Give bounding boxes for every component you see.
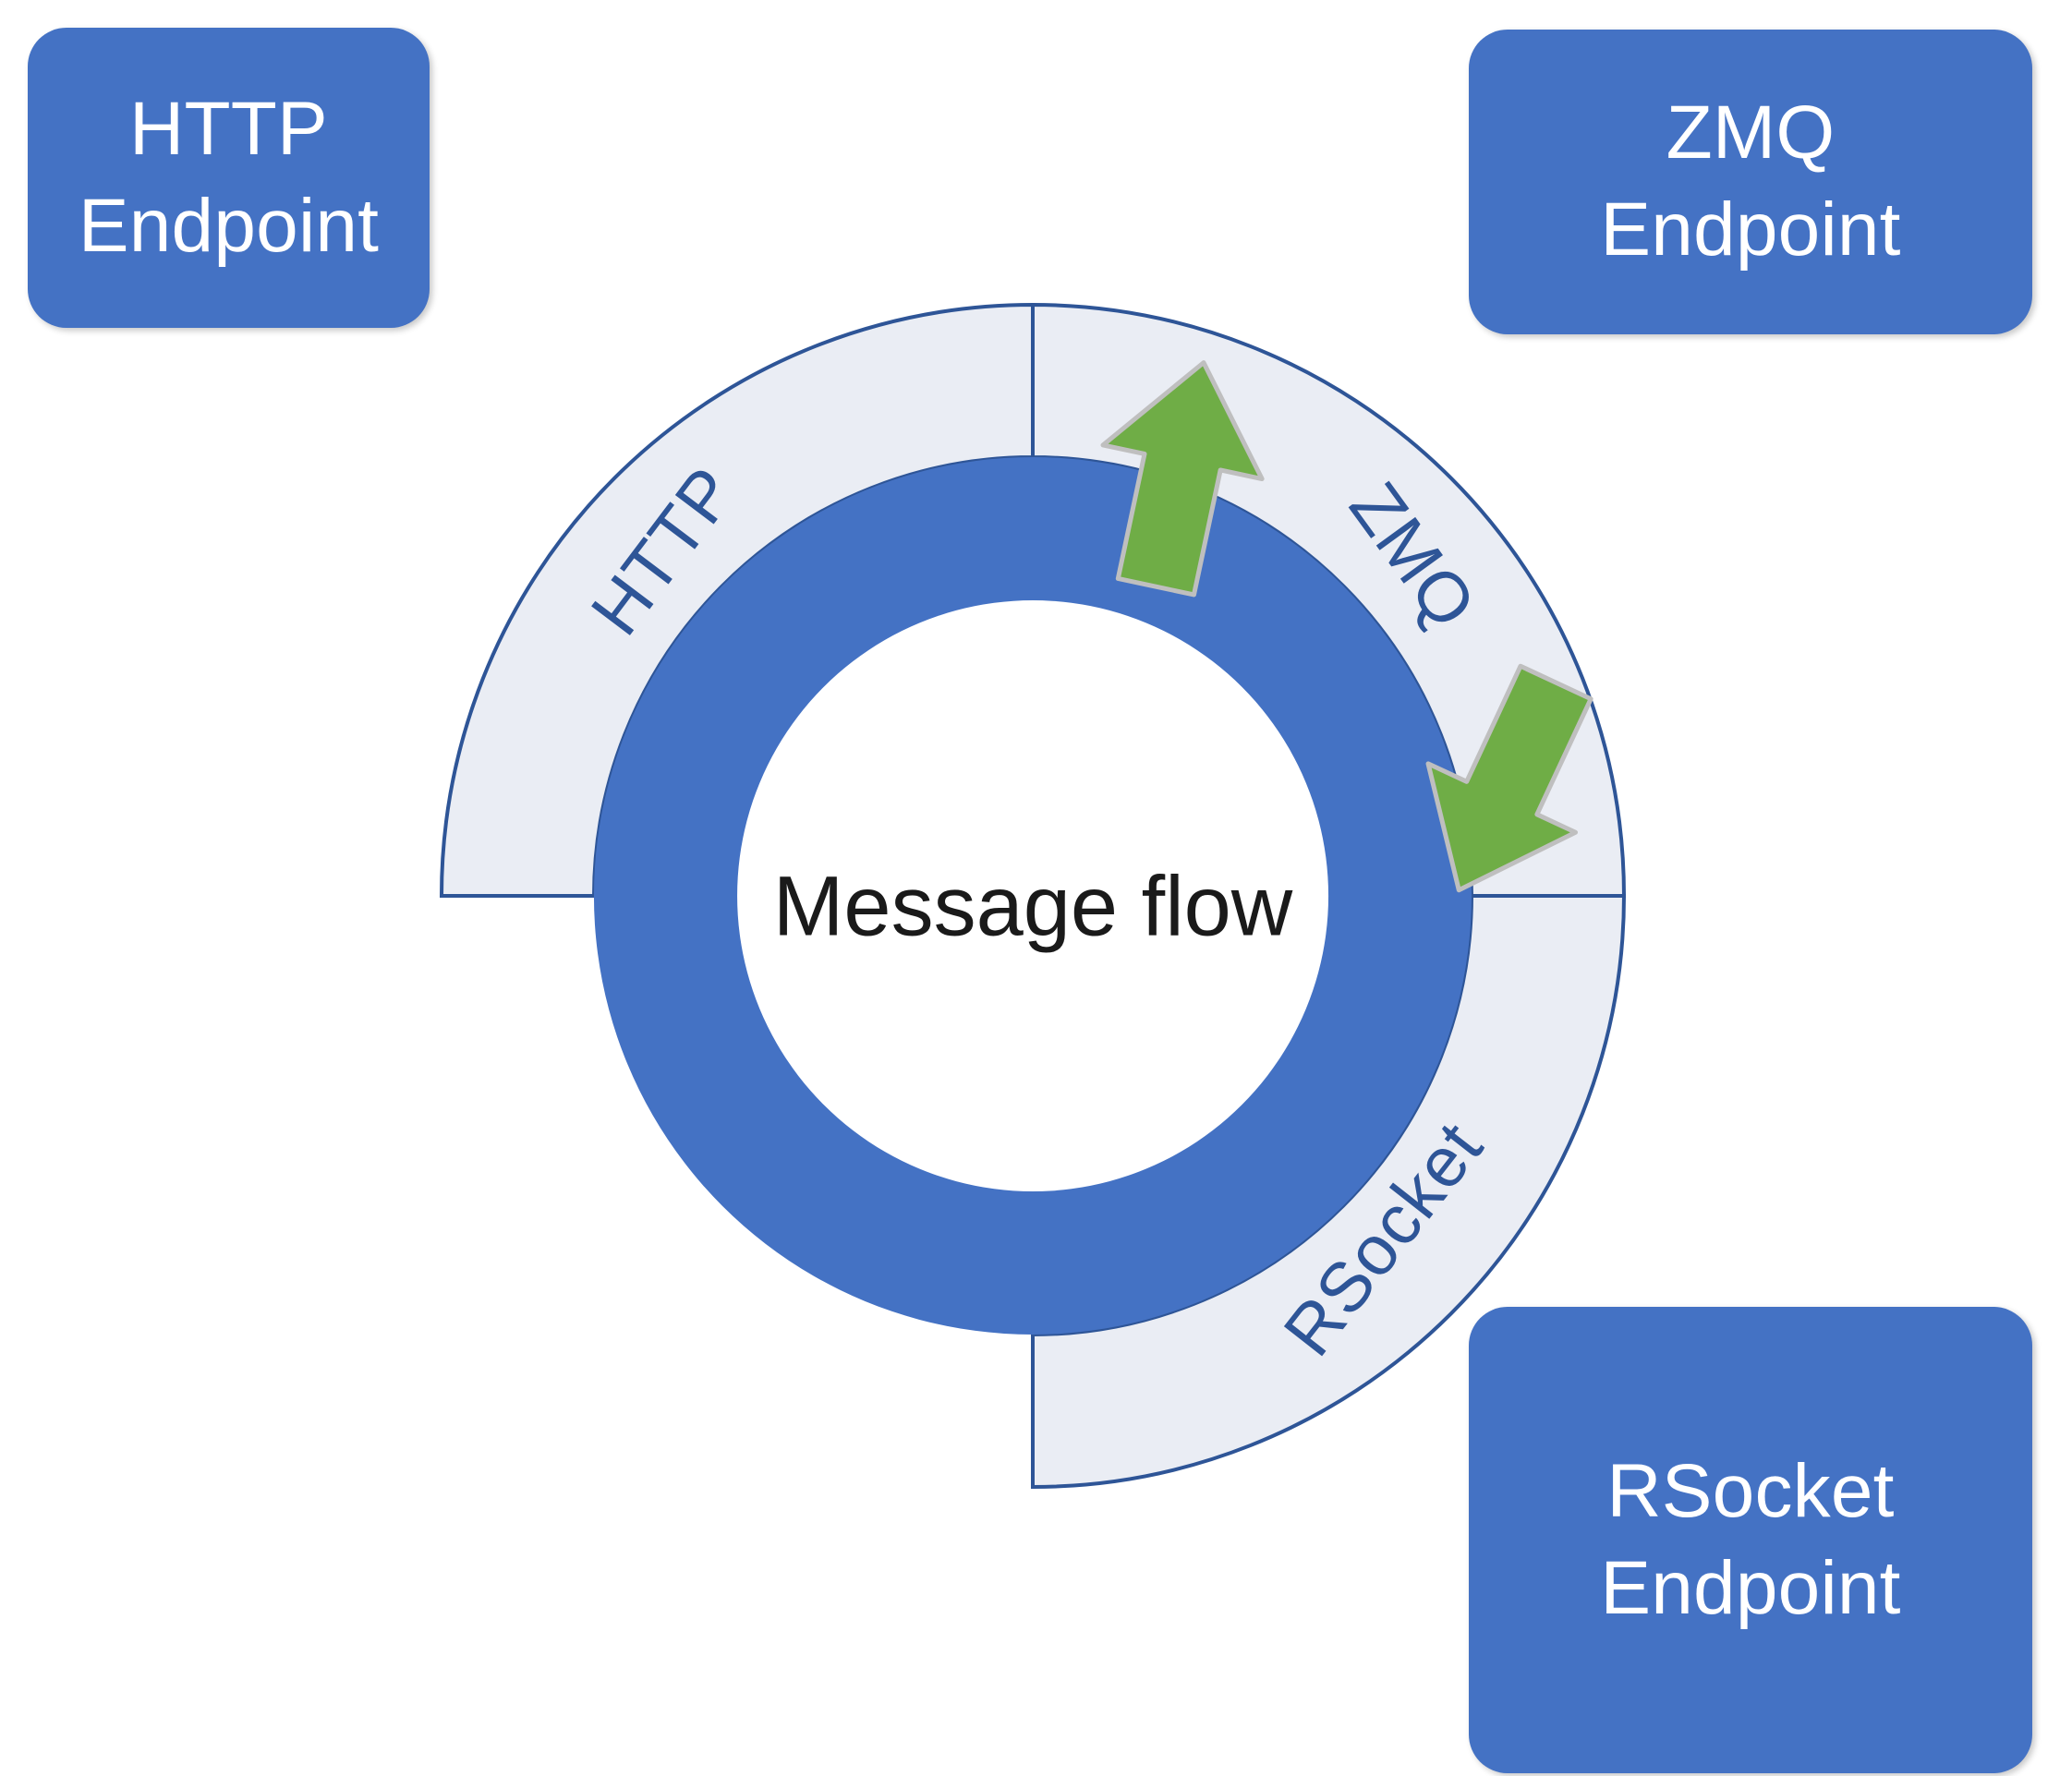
endpoint-zmq-line2: Endpoint xyxy=(1600,187,1901,272)
arrow-outbound-icon xyxy=(1425,663,1593,893)
arrow-inbound-icon xyxy=(1100,360,1265,598)
donut-ring xyxy=(593,457,1472,1335)
arc-segment-rsocket[interactable] xyxy=(1031,894,1627,1490)
endpoint-box-rsocket[interactable]: RSocket Endpoint xyxy=(1469,1307,2032,1773)
endpoint-box-http[interactable]: HTTP Endpoint xyxy=(28,28,430,328)
endpoint-rsocket-line1: RSocket xyxy=(1606,1448,1895,1533)
center-label: Message flow xyxy=(773,859,1293,953)
endpoint-http-line1: HTTP xyxy=(129,86,328,171)
endpoint-box-zmq[interactable]: ZMQ Endpoint xyxy=(1469,30,2032,334)
endpoint-rsocket-line2: Endpoint xyxy=(1600,1545,1901,1630)
endpoint-http-line2: Endpoint xyxy=(78,183,380,268)
endpoint-zmq-line1: ZMQ xyxy=(1666,91,1836,175)
